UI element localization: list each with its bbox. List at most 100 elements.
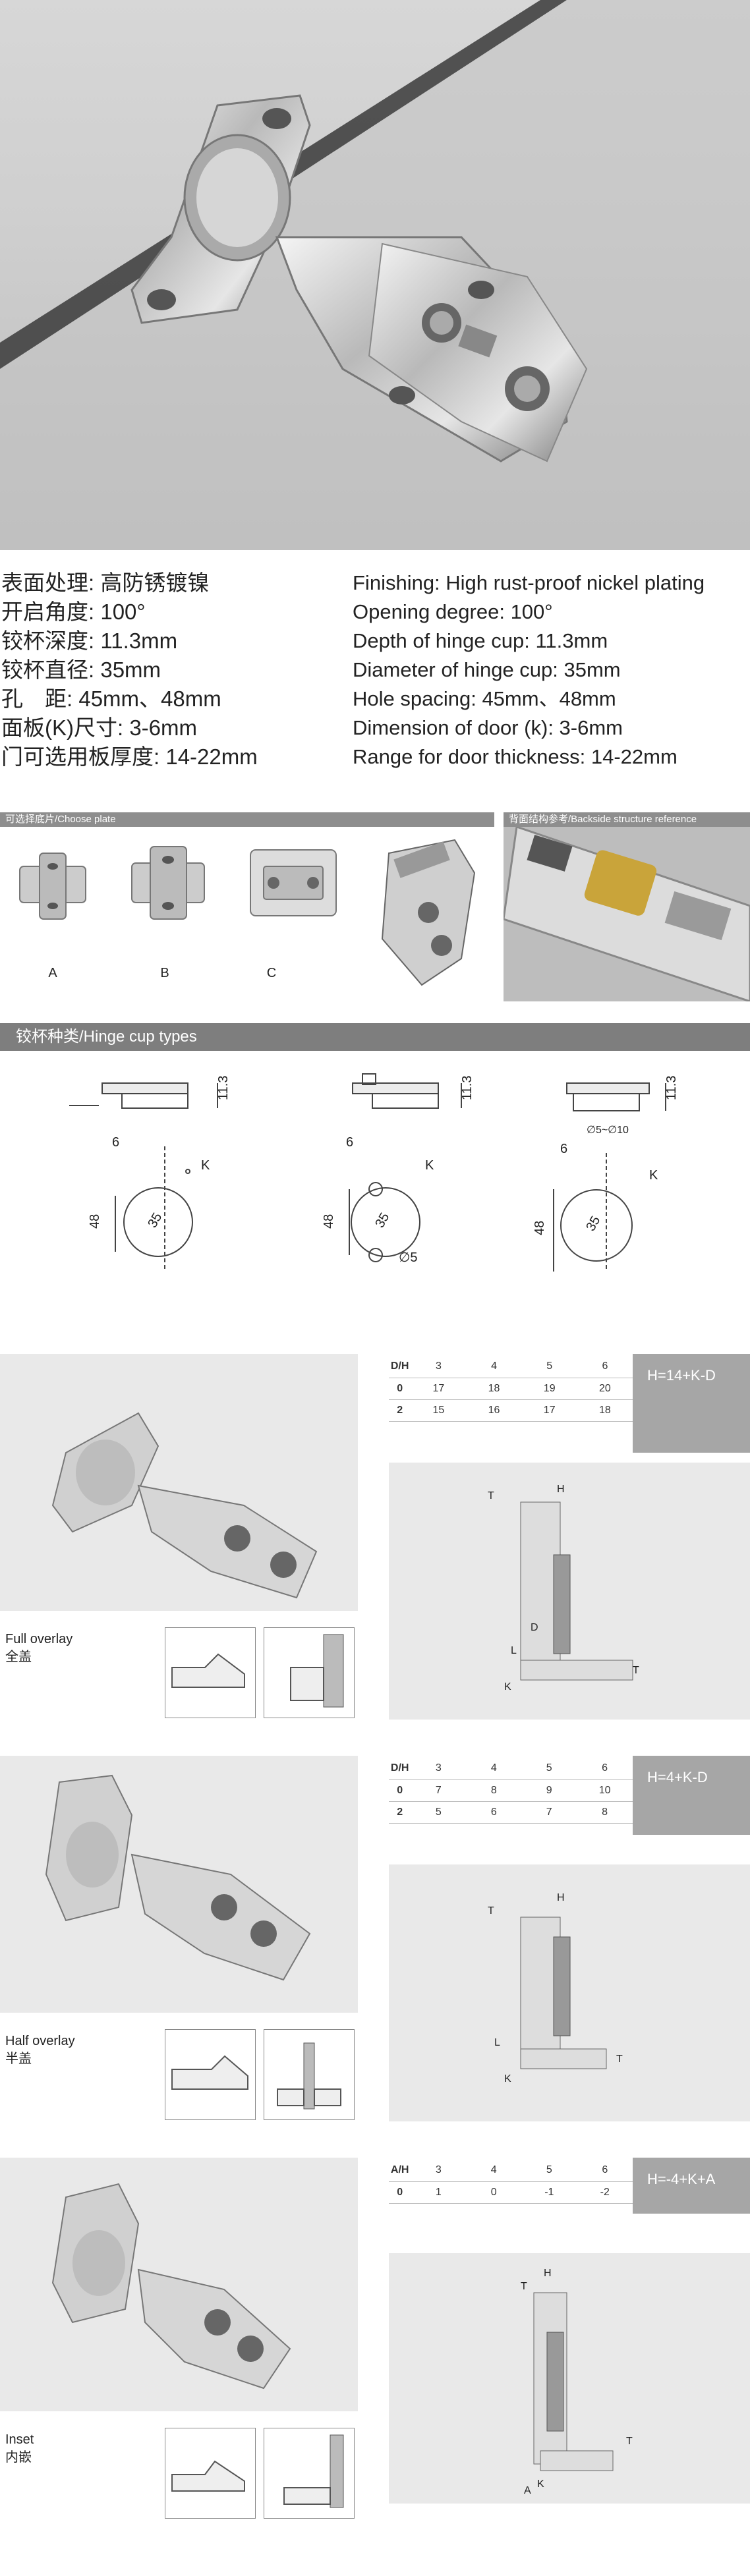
cup2-spacing-label: 48 (322, 1214, 336, 1229)
table-cell: 18 (466, 1378, 522, 1400)
table-cell: 5 (521, 1356, 577, 1378)
cup1-spacing-label: 48 (88, 1214, 102, 1229)
spec-cn-line: 表面处理: 高防锈镀镍 (1, 571, 210, 595)
inset-formula: H=-4+K+A (633, 2158, 750, 2214)
cup-types-panel: 11.3 11.3 11.3 6 6 6 K K K 48 48 48 35 3… (0, 1054, 750, 1278)
drawing-label: D (531, 1622, 538, 1633)
table-cell: 8 (466, 1779, 522, 1802)
backside-illustration (502, 825, 750, 1003)
inset-section-drawing: T H T A K (389, 2253, 750, 2504)
table-cell: 6 (577, 2160, 633, 2182)
table-cell: 17 (411, 1378, 467, 1400)
table-cell: 3 (411, 1356, 467, 1378)
drawing-label: H (544, 2268, 552, 2279)
table-cell: 17 (521, 1399, 577, 1422)
drawing-label: K (504, 2073, 511, 2085)
spec-en-line: Finishing: High rust-proof nickel platin… (353, 571, 705, 594)
table-cell: 19 (521, 1378, 577, 1400)
table-cell: A/H (389, 2160, 411, 2182)
drawing-label: A (524, 2485, 531, 2496)
drawing-label: L (511, 1645, 517, 1656)
drawing-label: T (616, 2054, 623, 2065)
table-cell: D/H (389, 1758, 411, 1780)
table-cell: 2 (389, 1399, 411, 1422)
table-cell: 5 (411, 1801, 467, 1824)
cup3-diameter-label: 35 (583, 1214, 603, 1233)
table-cell: 18 (577, 1399, 633, 1422)
drawing-label: T (488, 1490, 494, 1501)
drawing-label: T (521, 2281, 527, 2292)
drawing-label: H (557, 1484, 565, 1495)
table-cell: 4 (466, 1356, 522, 1378)
table-cell: 2 (389, 1801, 411, 1824)
spec-cn-line: 孔 距: 45mm、48mm (1, 686, 221, 711)
inset-diagram-2 (264, 2428, 355, 2519)
cup2-offset-label: 6 (346, 1135, 353, 1150)
plate-label-b: B (160, 966, 169, 980)
table-cell: 8 (577, 1801, 633, 1824)
full-overlay-hinge-illustration (51, 1412, 318, 1599)
table-cell: 6 (577, 1758, 633, 1780)
inset-label-en: Inset (5, 2432, 34, 2447)
cup3-depth-label: 11.3 (664, 1076, 679, 1100)
table-cell: 6 (466, 1801, 522, 1824)
full-overlay-label-cn: 全盖 (5, 1650, 32, 1664)
table-cell: 1 (411, 2181, 467, 2204)
table-cell: 10 (577, 1779, 633, 1802)
table-cell: 20 (577, 1378, 633, 1400)
spec-cn-line: 门可选用板厚度: 14-22mm (1, 744, 258, 769)
half-overlay-diagram-2 (264, 2029, 355, 2120)
table-cell: 3 (411, 2160, 467, 2182)
plate-label-c: C (267, 966, 276, 980)
inset-diagram-1 (165, 2428, 256, 2519)
inset-photo (0, 2158, 358, 2411)
drawing-label: L (494, 2037, 500, 2048)
spec-cn-line: 开启角度: 100° (1, 600, 146, 624)
spec-en-line: Depth of hinge cup: 11.3mm (353, 629, 608, 652)
half-overlay-section-drawing: T H L K T (389, 1864, 750, 2121)
full-overlay-section-drawing: T H D L K T (389, 1463, 750, 1720)
drawing-label: K (537, 2478, 544, 2490)
drawing-label: T (633, 1665, 639, 1676)
half-overlay-label-en: Half overlay (5, 2034, 75, 2048)
table-cell: 6 (577, 1356, 633, 1378)
table-cell: 0 (389, 2181, 411, 2204)
spec-en-line: Opening degree: 100° (353, 600, 553, 623)
table-cell: 16 (466, 1399, 522, 1422)
specifications: 表面处理: 高防锈镀镍 开启角度: 100° 铰杯深度: 11.3mm 铰杯直径… (0, 550, 750, 800)
hero-photo (0, 0, 750, 550)
half-overlay-formula: H=4+K-D (633, 1756, 750, 1835)
table-cell: D/H (389, 1356, 411, 1378)
cup2-k-label: K (425, 1158, 434, 1173)
drawing-label: K (504, 1681, 511, 1693)
table-cell: 4 (466, 1758, 522, 1780)
full-overlay-label-en: Full overlay (5, 1632, 73, 1646)
cup2-hole-label: ∅5 (399, 1250, 418, 1265)
inset-label-cn: 内嵌 (5, 2450, 32, 2465)
cup2-diameter-label: 35 (372, 1210, 392, 1230)
table-cell: 0 (389, 1378, 411, 1400)
cup1-offset-label: 6 (112, 1135, 119, 1150)
spec-en-line: Dimension of door (k): 3-6mm (353, 716, 623, 739)
table-cell: 9 (521, 1779, 577, 1802)
table-cell: -2 (577, 2181, 633, 2204)
spec-en-line: Hole spacing: 45mm、48mm (353, 687, 616, 710)
cup1-k-label: K (201, 1158, 210, 1173)
cup-drawings: 11.3 11.3 11.3 6 6 6 K K K 48 48 48 35 3… (69, 1073, 679, 1272)
specs-chinese: 表面处理: 高防锈镀镍 开启角度: 100° 铰杯深度: 11.3mm 铰杯直径… (1, 569, 258, 771)
cup1-depth-label: 11.3 (216, 1076, 231, 1100)
full-overlay-diagram-1 (165, 1627, 256, 1718)
half-overlay-label-cn: 半盖 (5, 2052, 32, 2066)
plate-c-icon (250, 849, 337, 916)
plates-illustration: A B C (19, 839, 476, 986)
half-overlay-photo (0, 1756, 358, 2013)
spec-cn-line: 面板(K)尺寸: 3-6mm (1, 715, 197, 740)
